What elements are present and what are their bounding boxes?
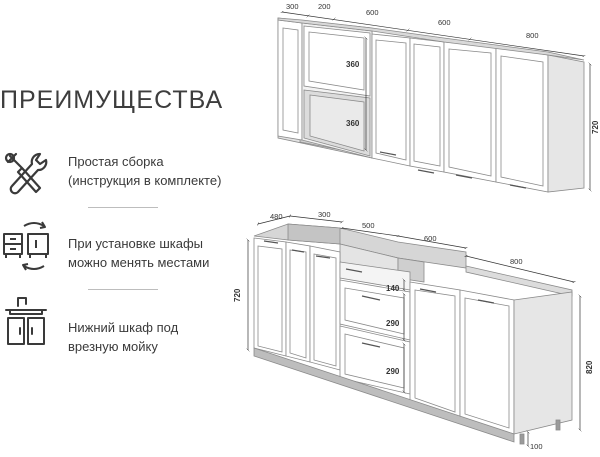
tools-icon <box>4 152 48 195</box>
feature-swap-line2: можно менять местами <box>68 255 210 270</box>
lower-dimensions <box>248 216 580 446</box>
dim-upper-h-top: 360 <box>346 60 360 69</box>
dim-drawer-1: 140 <box>386 284 400 293</box>
dim-upper-w5: 800 <box>526 31 539 40</box>
feature-assembly: Простая сборка (инструкция в комплекте) <box>0 148 260 208</box>
feature-swap-line1: При установке шкафы <box>68 236 204 251</box>
dim-lower-w1: 480 <box>270 212 283 221</box>
feature-sink-line2: врезную мойку <box>68 339 158 354</box>
dim-lower-w4: 600 <box>424 234 437 243</box>
upper-dimensions <box>282 12 590 190</box>
dim-upper-h-bottom: 360 <box>346 119 360 128</box>
section-title: ПРЕИМУЩЕСТВА <box>0 86 224 114</box>
dim-upper-w2: 200 <box>318 2 331 11</box>
upper-cabinets <box>277 17 585 193</box>
dim-upper-w4: 600 <box>438 18 451 27</box>
dim-lower-total-height: 820 <box>585 360 594 374</box>
handles <box>263 151 527 348</box>
feature-sink: Нижний шкаф под врезную мойку <box>0 294 260 354</box>
feature-sink-line1: Нижний шкаф под <box>68 320 179 335</box>
dim-lower-w5: 800 <box>510 257 523 266</box>
dim-upper-w1: 300 <box>286 2 299 11</box>
feature-swap: При установке шкафы можно менять местами <box>0 218 260 278</box>
dim-lower-w3: 500 <box>362 221 375 230</box>
lower-cabinets <box>253 223 573 445</box>
sink-cabinet-icon <box>5 297 47 345</box>
dim-upper-w3: 600 <box>366 8 379 17</box>
dim-lower-w2: 300 <box>318 210 331 219</box>
dim-upper-height: 720 <box>591 120 600 134</box>
divider <box>88 207 158 208</box>
feature-assembly-line1: Простая сборка <box>68 154 164 169</box>
dim-drawer-2: 290 <box>386 319 400 328</box>
dim-leg-height: 100 <box>530 442 543 451</box>
dim-lower-height: 720 <box>233 288 242 302</box>
swap-cabinets-icon <box>3 221 49 271</box>
feature-assembly-line2: (инструкция в комплекте) <box>68 173 222 188</box>
dim-drawer-3: 290 <box>386 367 400 376</box>
divider <box>88 289 158 290</box>
